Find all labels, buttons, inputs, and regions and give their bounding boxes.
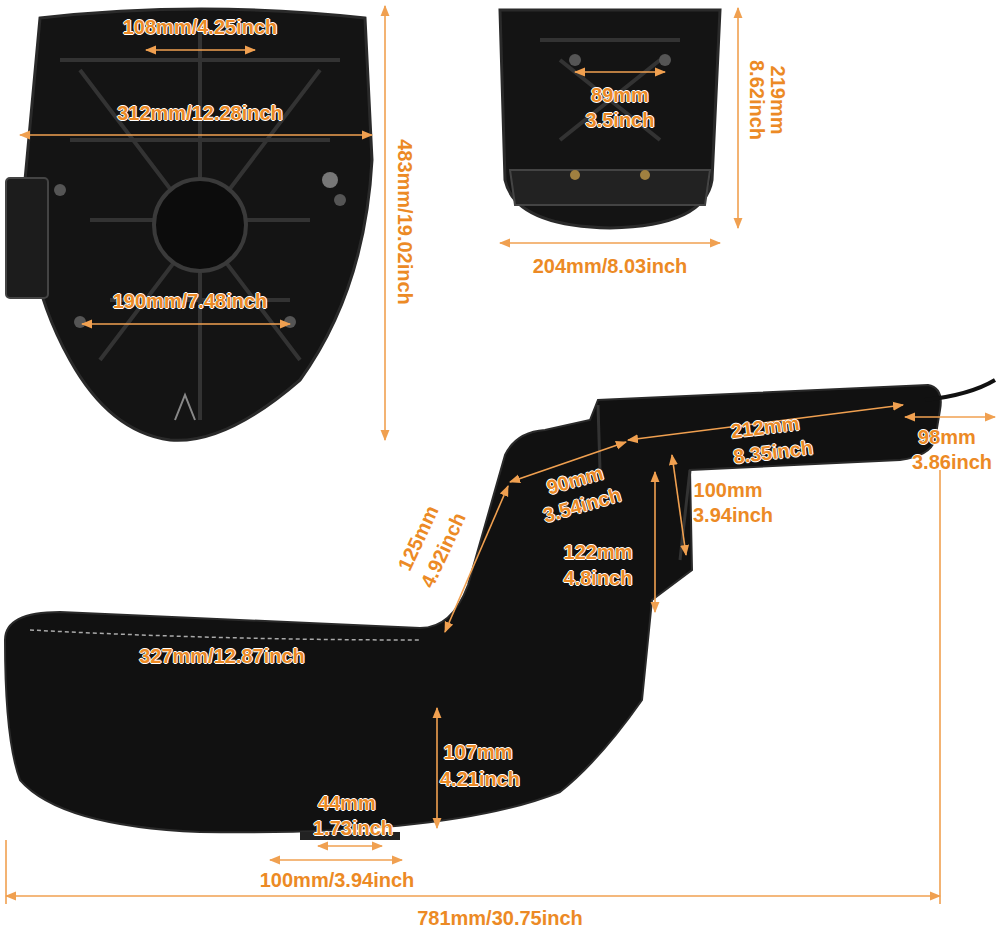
dimension-label: 44mm	[318, 791, 376, 815]
dimension-label: 3.94inch	[693, 503, 773, 527]
dimension-label: 327mm/12.87inch	[139, 644, 305, 668]
dimension-label: 4.21inch	[440, 767, 520, 791]
dimension-label: 190mm/7.48inch	[113, 289, 268, 313]
dimension-label: 100mm/3.94inch	[260, 868, 415, 892]
dimension-label: 483mm/19.02inch	[393, 139, 417, 305]
dimension-label: 122mm	[564, 540, 633, 564]
dimension-label: 89mm	[591, 83, 649, 107]
dimension-label: 781mm/30.75inch	[417, 906, 583, 930]
dimension-label: 108mm/4.25inch	[123, 15, 278, 39]
dimension-label: 98mm	[918, 425, 976, 449]
dimension-label: 312mm/12.28inch	[117, 101, 283, 125]
dimension-label: 204mm/8.03inch	[533, 254, 688, 278]
dimension-label: 8.62inch	[745, 60, 769, 140]
dimension-label: 219mm	[766, 66, 790, 135]
dimension-label: 1.73inch	[313, 816, 393, 840]
dimension-label: 4.8inch	[564, 566, 633, 590]
dimension-label: 100mm	[694, 478, 763, 502]
dimension-label: 107mm	[444, 740, 513, 764]
dimension-label: 3.5inch	[586, 108, 655, 132]
dimension-label: 3.86inch	[912, 450, 992, 474]
